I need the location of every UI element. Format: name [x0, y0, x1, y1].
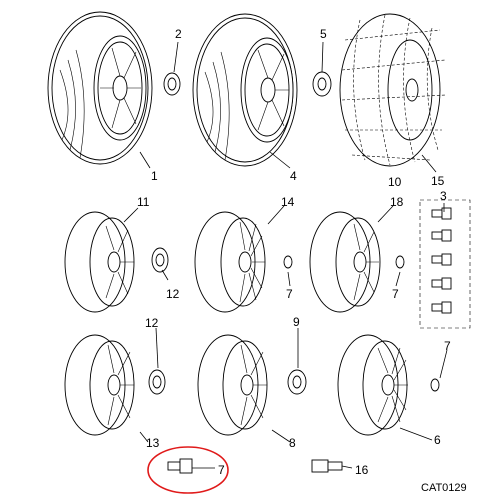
tyre-assembly-1 — [47, 11, 153, 165]
rim-14 — [194, 211, 266, 313]
wheel-with-snow-chain-15 — [339, 13, 447, 167]
tyre-assembly-4 — [192, 13, 298, 167]
rim-11 — [64, 211, 135, 313]
nut-7-c — [430, 378, 440, 392]
callout-10: 10 — [388, 175, 402, 189]
callout-3: 3 — [440, 189, 447, 203]
wheel-bolt-7 — [167, 458, 193, 474]
callout-6: 6 — [434, 433, 441, 447]
center-cap-12-lower — [148, 369, 166, 395]
nut-7-b — [395, 255, 405, 269]
highlight-circle — [147, 446, 229, 494]
callout-12-lower: 12 — [145, 316, 159, 330]
callout-5: 5 — [320, 27, 327, 41]
callout-7-c: 7 — [444, 339, 451, 353]
bolt-kit-3 — [419, 199, 471, 329]
catalog-code: CAT0129 — [421, 482, 467, 494]
rim-18 — [309, 211, 381, 313]
center-cap-9 — [287, 369, 307, 395]
leader-lines — [123, 41, 448, 469]
rim-6 — [337, 334, 408, 436]
callout-2: 2 — [175, 27, 182, 41]
callout-12-upper: 12 — [166, 287, 180, 301]
center-cap-5 — [312, 71, 332, 97]
center-cap-12-upper — [151, 247, 169, 273]
callout-1: 1 — [151, 169, 158, 183]
callout-15: 15 — [431, 174, 445, 188]
callout-8: 8 — [289, 436, 296, 450]
callout-4: 4 — [290, 169, 297, 183]
callout-9: 9 — [293, 315, 300, 329]
nut-7-a — [283, 255, 293, 269]
callout-7-a: 7 — [286, 287, 293, 301]
callout-7-b: 7 — [392, 287, 399, 301]
callout-13: 13 — [146, 436, 160, 450]
callout-7-d: 7 — [218, 463, 225, 477]
callout-18: 18 — [390, 195, 404, 209]
rim-13 — [64, 334, 135, 436]
callout-11: 11 — [137, 195, 150, 209]
callout-14: 14 — [281, 195, 295, 209]
center-cap-2 — [163, 72, 181, 96]
callout-16: 16 — [355, 463, 369, 477]
lock-bolt-adapter-16 — [311, 459, 343, 473]
rim-8 — [197, 334, 268, 436]
callouts: 1 2 4 5 15 10 3 11 14 18 12 7 7 12 9 7 1… — [137, 27, 467, 494]
